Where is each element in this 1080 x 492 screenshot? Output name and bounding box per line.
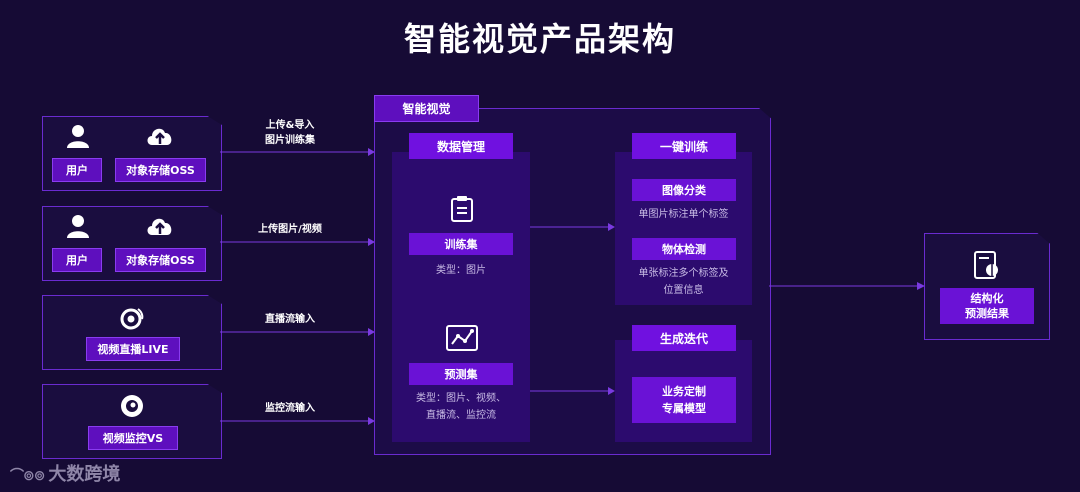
arrow-label-monitor-input: 监控流输入 — [265, 403, 315, 414]
predict-set-desc: 类型：图片、视频、 直播流、监控流 — [416, 393, 506, 421]
user-chip: 用户 — [52, 158, 102, 182]
train-set-chip: 训练集 — [409, 233, 513, 255]
one-click-training-head: 一键训练 — [632, 133, 736, 159]
structured-result-chip: 结构化 预测结果 — [940, 288, 1034, 324]
image-classification-chip: 图像分类 — [632, 179, 736, 201]
arrow-2 — [220, 238, 375, 246]
cloud-upload-icon — [147, 128, 172, 145]
smart-vision-tag: 智能视觉 — [374, 95, 479, 122]
chart-icon — [446, 325, 478, 351]
oss-chip: 对象存储OSS — [115, 158, 206, 182]
source-box-live: 视频直播LIVE — [42, 295, 222, 370]
user-chip: 用户 — [52, 248, 102, 272]
arrow-4 — [220, 417, 375, 425]
camera-icon — [121, 395, 143, 417]
watermark-logo: ⌒⊚⊚ 大数跨境 — [10, 460, 120, 486]
one-click-training-panel — [615, 152, 752, 305]
train-set-desc: 类型：图片 — [436, 265, 486, 276]
arrow-train-set-to-training — [530, 223, 615, 231]
document-icon — [451, 196, 473, 222]
object-detection-desc: 单张标注多个标签及 位置信息 — [638, 268, 729, 296]
oss-chip: 对象存储OSS — [115, 248, 206, 272]
logo-mark-icon: ⌒⊚⊚ — [10, 468, 49, 484]
watermark-text: 大数跨境 — [48, 464, 121, 485]
data-management-head: 数据管理 — [409, 133, 513, 159]
object-detection-chip: 物体检测 — [632, 238, 736, 260]
custom-model-chip: 业务定制 专属模型 — [632, 377, 736, 423]
cloud-upload-icon — [147, 218, 172, 235]
generate-iterate-head: 生成迭代 — [632, 325, 736, 351]
predict-set-chip: 预测集 — [409, 363, 513, 385]
arrow-to-result — [769, 282, 925, 290]
arrow-label-upload-import: 上传&导入 图片训练集 — [265, 120, 315, 146]
source-box-user-oss-predict: 用户 对象存储OSS — [42, 206, 222, 281]
user-icon — [67, 215, 89, 238]
result-box: 结构化 预测结果 — [924, 233, 1050, 340]
live-stream-icon — [120, 308, 144, 330]
arrow-3 — [220, 328, 375, 336]
user-icon — [67, 125, 89, 148]
monitor-chip: 视频监控VS — [88, 426, 178, 450]
arrow-1 — [220, 148, 375, 156]
arrow-predict-set-to-iterate — [530, 387, 615, 395]
source-box-monitor: 视频监控VS — [42, 384, 222, 459]
arrow-label-upload-media: 上传图片/视频 — [258, 224, 322, 235]
arrow-label-live-input: 直播流输入 — [265, 314, 315, 325]
page-title: 智能视觉产品架构 — [403, 20, 676, 58]
report-icon — [974, 251, 998, 279]
image-classification-desc: 单图片标注单个标签 — [638, 209, 729, 220]
source-box-user-oss-train: 用户 对象存储OSS — [42, 116, 222, 191]
live-chip: 视频直播LIVE — [86, 337, 180, 361]
